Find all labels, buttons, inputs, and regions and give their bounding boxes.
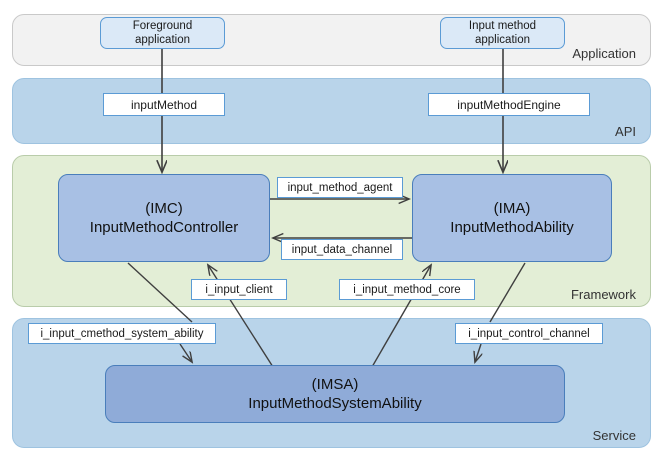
- foreground-application-label-line1: Foreground: [132, 19, 193, 32]
- input-method-application-box[interactable]: Input method application: [440, 17, 565, 49]
- input-method-application-label-line2: application: [475, 34, 530, 46]
- layer-api-caption: API: [615, 124, 636, 139]
- component-imsa-abbrev: (IMSA): [311, 375, 359, 393]
- component-imsa[interactable]: (IMSA) InputMethodSystemAbility: [105, 365, 565, 423]
- layer-framework-caption: Framework: [570, 287, 636, 302]
- channel-label-i-input-cmethod-system-ability[interactable]: i_input_cmethod_system_ability: [28, 323, 216, 344]
- api-input-method-label: inputMethod: [130, 97, 198, 112]
- foreground-application-box[interactable]: Foreground application: [100, 17, 225, 49]
- wire-i-input-control-channel-arrow: [475, 343, 481, 362]
- component-ima-abbrev: (IMA): [493, 199, 531, 217]
- channel-label-i-input-cmethod-system-ability-text: i_input_cmethod_system_ability: [40, 327, 204, 340]
- channel-label-input-data-channel[interactable]: input_data_channel: [281, 239, 403, 260]
- wire-i-input-control-channel: [489, 262, 526, 323]
- channel-label-input-method-agent[interactable]: input_method_agent: [277, 177, 403, 198]
- layer-service-caption: Service: [592, 428, 636, 443]
- wire-i-input-cmethod-system-ability: [127, 262, 193, 323]
- foreground-application-label-line2: application: [135, 34, 190, 46]
- channel-label-i-input-method-core[interactable]: i_input_method_core: [339, 279, 475, 300]
- component-imc-name: InputMethodController: [89, 219, 239, 236]
- channel-label-input-data-channel-text: input_data_channel: [291, 243, 393, 256]
- input-method-application-label-line1: Input method: [468, 19, 537, 32]
- component-imsa-name: InputMethodSystemAbility: [248, 395, 422, 412]
- channel-label-i-input-method-core-text: i_input_method_core: [353, 283, 461, 296]
- wire-i-input-cmethod-system-ability-arrow: [179, 343, 192, 362]
- component-ima-name: InputMethodAbility: [450, 219, 574, 236]
- component-imc-abbrev: (IMC): [145, 199, 183, 217]
- api-input-method-box[interactable]: inputMethod: [103, 93, 225, 116]
- component-imc[interactable]: (IMC) InputMethodController: [58, 174, 270, 262]
- api-input-method-engine-label: inputMethodEngine: [457, 97, 561, 112]
- channel-label-i-input-client[interactable]: i_input_client: [191, 279, 287, 300]
- layer-application-caption: Application: [572, 46, 636, 61]
- channel-label-input-method-agent-text: input_method_agent: [287, 181, 393, 194]
- api-input-method-engine-box[interactable]: inputMethodEngine: [428, 93, 590, 116]
- channel-label-i-input-control-channel-text: i_input_control_channel: [468, 327, 590, 340]
- component-ima[interactable]: (IMA) InputMethodAbility: [412, 174, 612, 262]
- channel-label-i-input-client-text: i_input_client: [205, 283, 273, 296]
- channel-label-i-input-control-channel[interactable]: i_input_control_channel: [455, 323, 603, 344]
